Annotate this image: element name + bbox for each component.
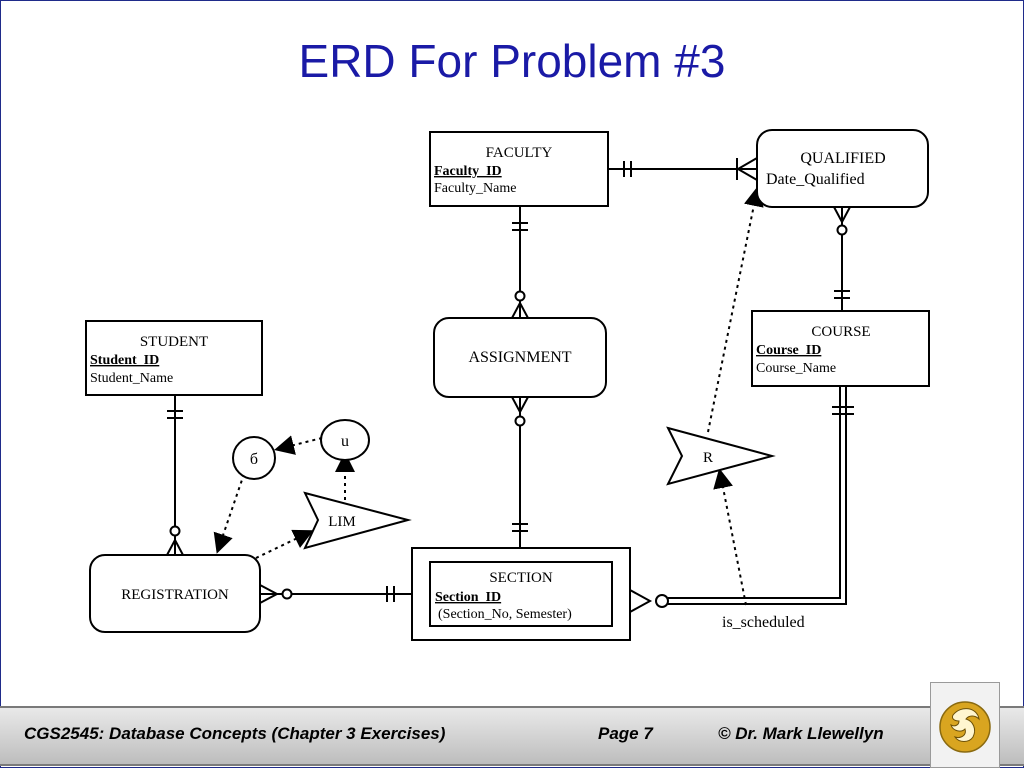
student-attr: Student_Name [90,371,173,386]
course-attr: Course_Name [756,361,836,376]
section-key: Section_ID [435,590,501,605]
footer-author: © Dr. Mark Llewellyn [718,724,884,743]
course-entity: COURSE Course_ID Course_Name [751,310,930,387]
footer-course: CGS2545: Database Concepts (Chapter 3 Ex… [24,724,446,743]
sigma-constraint: б [232,436,276,480]
r-constraint: R [666,426,776,486]
student-name: STUDENT [140,334,208,350]
assignment-name: ASSIGNMENT [468,349,571,366]
qualified-attr: Date_Qualified [766,171,865,188]
slide-footer: CGS2545: Database Concepts (Chapter 3 Ex… [0,698,1024,768]
erd-diagram: FACULTY Faculty_ID Faculty_Name QUALIFIE… [85,129,930,641]
university-logo-icon [930,682,1000,768]
registration-name: REGISTRATION [121,587,229,603]
section-name: SECTION [489,570,553,586]
slide-title: ERD For Problem #3 [298,35,726,87]
assignment-entity: ASSIGNMENT [433,317,607,398]
sigma-label: б [250,451,258,468]
registration-entity: REGISTRATION [89,554,261,633]
is-scheduled-label: is_scheduled [722,614,805,631]
faculty-attr: Faculty_Name [434,181,516,196]
qualified-name: QUALIFIED [800,150,885,167]
u-label: u [341,433,349,450]
lim-label: LIM [328,514,356,530]
course-key: Course_ID [756,343,821,358]
faculty-name: FACULTY [486,145,553,161]
lim-constraint: LIM [303,491,412,550]
faculty-key: Faculty_ID [434,164,502,179]
section-attr: (Section_No, Semester) [438,607,572,622]
student-entity: STUDENT Student_ID Student_Name [85,320,263,396]
section-entity: SECTION Section_ID (Section_No, Semester… [411,547,631,641]
qualified-entity: QUALIFIED Date_Qualified [756,129,929,208]
r-label: R [703,450,713,466]
faculty-entity: FACULTY Faculty_ID Faculty_Name [429,131,609,207]
footer-page: Page 7 [598,724,653,743]
student-key: Student_ID [90,353,159,368]
u-constraint: u [320,419,370,461]
course-name: COURSE [811,324,870,340]
footer-bar [0,706,1024,766]
